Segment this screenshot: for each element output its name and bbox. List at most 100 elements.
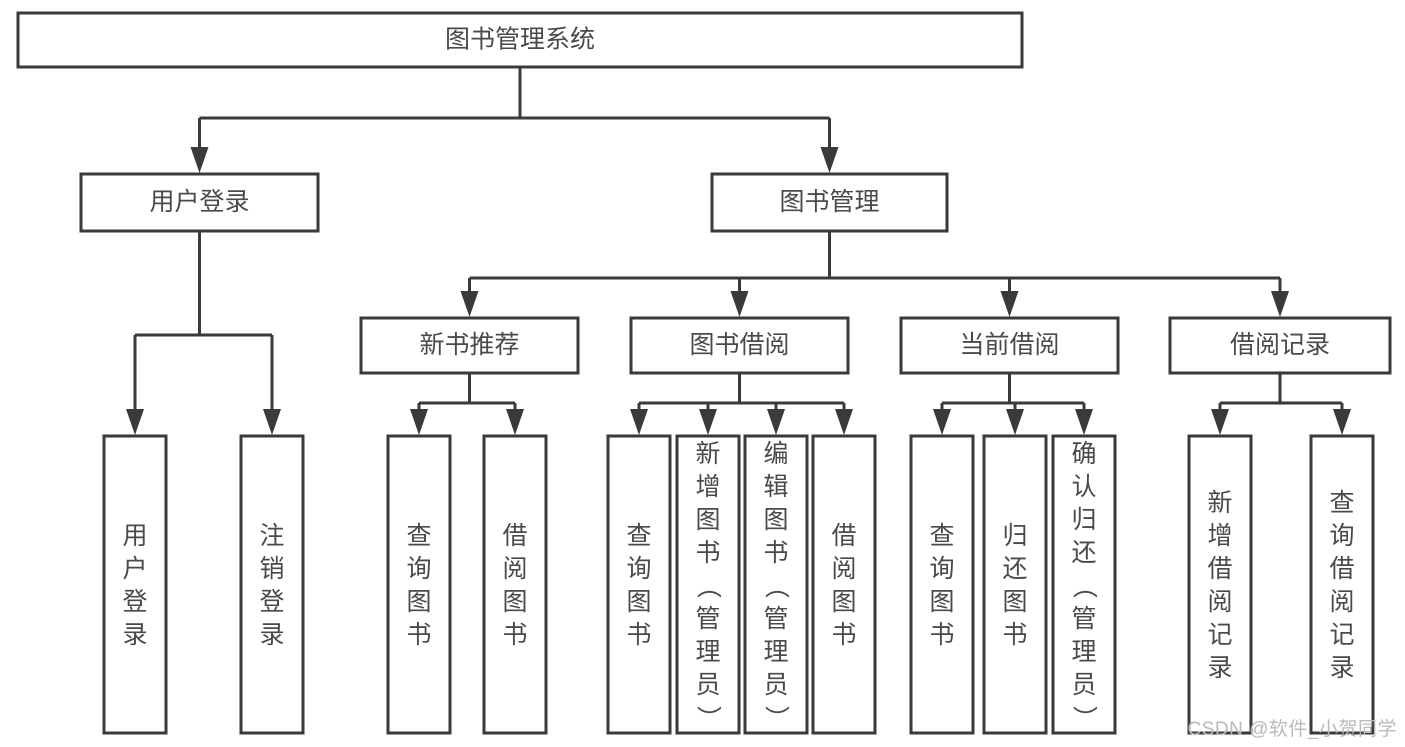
node-box[interactable] [1168, 316, 1392, 375]
node-box[interactable] [1051, 434, 1117, 735]
node-box[interactable] [239, 434, 305, 735]
arrow-head-icon [1000, 291, 1019, 317]
arrow-head-icon [767, 409, 785, 435]
node-label-char: 录 [122, 621, 147, 649]
node-label-char: 书 [763, 539, 788, 567]
node-box[interactable] [629, 316, 850, 375]
arrow-head-icon [933, 409, 951, 435]
node-label: 新书推荐 [419, 331, 519, 359]
node-box[interactable] [79, 172, 320, 233]
node-label-char: 书 [502, 621, 527, 649]
arrow-head-icon [1211, 409, 1229, 435]
node-box[interactable] [359, 316, 580, 375]
node-label-char: 图 [763, 506, 788, 534]
node-label-char: 管 [763, 605, 788, 633]
node-label-char: 询 [406, 555, 431, 583]
node-label-char: 查 [626, 522, 651, 550]
connector-group-root [190, 67, 839, 173]
node-box[interactable] [102, 434, 168, 735]
node-label-char: 录 [1329, 654, 1354, 682]
arrow-head-icon [263, 409, 281, 435]
arrow-head-icon [1271, 291, 1289, 317]
node-label-char: 记 [1329, 621, 1354, 649]
node-label: 借阅记录 [1230, 331, 1330, 359]
node-box[interactable] [482, 434, 548, 735]
connector-group-records [1211, 373, 1351, 435]
node-box[interactable] [675, 434, 741, 735]
node-label-char: 询 [626, 555, 651, 583]
node-label-char: 新 [695, 440, 720, 468]
node-bookmgmt[interactable]: 图书管理 [710, 172, 949, 233]
node-label-char: 员 [1071, 671, 1096, 699]
node-label-char: 书 [695, 539, 720, 567]
node-label-char: 辑 [763, 473, 788, 501]
node-label-char: 借 [1207, 555, 1232, 583]
node-label-char: 确 [1071, 440, 1096, 468]
node-label-char: 编 [763, 440, 788, 468]
connector-group-borrow [630, 373, 853, 435]
arrow-head-icon [1075, 409, 1093, 435]
node-box[interactable] [811, 434, 877, 735]
node-label-char: 查 [929, 522, 954, 550]
node-layer: 图书管理系统用户登录图书管理新书推荐图书借阅当前借阅借阅记录用户登录注销登录查询… [16, 11, 1392, 735]
node-label-char: 新 [1207, 489, 1232, 517]
node-label-char: 图 [502, 588, 527, 616]
arrow-head-icon [1333, 409, 1351, 435]
node-label-char: ） [694, 705, 722, 730]
node-label-char: 询 [1329, 522, 1354, 550]
node-current[interactable]: 当前借阅 [899, 316, 1120, 375]
node-box[interactable] [899, 316, 1120, 375]
node-label: 图书管理系统 [445, 26, 595, 54]
arrow-head-icon [699, 409, 717, 435]
node-box[interactable] [982, 434, 1048, 735]
node-label-char: 查 [406, 522, 431, 550]
node-label-char: 用 [122, 522, 147, 550]
node-label-char: 归 [1071, 506, 1096, 534]
node-label-char: 录 [1207, 654, 1232, 682]
node-label-char: 图 [695, 506, 720, 534]
node-label-char: 管 [695, 605, 720, 633]
node-label-char: 借 [831, 522, 856, 550]
node-label-char: 书 [1002, 621, 1027, 649]
node-label-char: 图 [406, 588, 431, 616]
node-box[interactable] [606, 434, 672, 735]
node-box[interactable] [1187, 434, 1253, 735]
node-box[interactable] [386, 434, 452, 735]
node-newbook[interactable]: 新书推荐 [359, 316, 580, 375]
node-label-char: ） [762, 705, 790, 730]
node-label-char: 书 [406, 621, 431, 649]
arrow-head-icon [506, 409, 524, 435]
node-root[interactable]: 图书管理系统 [16, 11, 1024, 69]
node-borrow[interactable]: 图书借阅 [629, 316, 850, 375]
node-records[interactable]: 借阅记录 [1168, 316, 1392, 375]
node-label-char: 管 [1071, 605, 1096, 633]
node-box[interactable] [743, 434, 809, 735]
arrow-head-icon [190, 147, 209, 173]
node-label-char: 员 [695, 671, 720, 699]
node-label-char: 理 [1071, 638, 1096, 666]
node-leaf1[interactable]: 用户登录 [102, 434, 168, 735]
node-label-char: 认 [1071, 473, 1096, 501]
node-box[interactable] [1309, 434, 1375, 735]
node-box[interactable] [16, 11, 1024, 69]
node-login[interactable]: 用户登录 [79, 172, 320, 233]
node-label-char: 查 [1329, 489, 1354, 517]
node-label-char: ） [1070, 705, 1098, 730]
node-box[interactable] [710, 172, 949, 233]
node-label-char: 归 [1002, 522, 1027, 550]
node-label-char: 理 [695, 638, 720, 666]
node-box[interactable] [909, 434, 975, 735]
